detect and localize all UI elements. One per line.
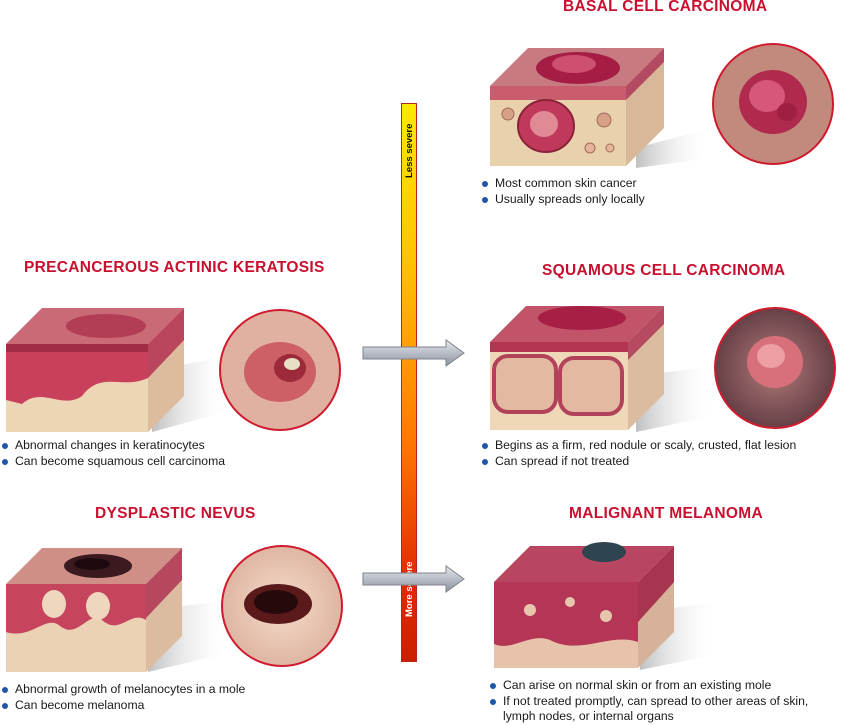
- basal-cell-bullets: Most common skin cancer Usually spreads …: [482, 176, 645, 207]
- actinic-keratosis-title: PRECANCEROUS ACTINIC KERATOSIS: [24, 259, 325, 276]
- actinic-bullet-1: Abnormal changes in keratinocytes: [2, 438, 225, 454]
- squamous-cell-carcinoma-title: SQUAMOUS CELL CARCINOMA: [542, 262, 786, 279]
- nevus-bullet-2: Can become melanoma: [2, 698, 245, 714]
- actinic-bullet-2: Can become squamous cell carcinoma: [2, 454, 225, 470]
- melanoma-bullet-1: Can arise on normal skin or from an exis…: [490, 678, 830, 694]
- basal-bullet-2: Usually spreads only locally: [482, 192, 645, 208]
- melanoma-bullet-2: If not treated promptly, can spread to o…: [490, 694, 830, 725]
- dysplastic-nevus-bullets: Abnormal growth of melanocytes in a mole…: [2, 682, 245, 713]
- severity-scale-bar: [401, 103, 417, 662]
- nevus-bullet-1: Abnormal growth of melanocytes in a mole: [2, 682, 245, 698]
- actinic-keratosis-skin-cross-section: [6, 308, 232, 432]
- arrow-actinic-to-squamous: [362, 339, 465, 367]
- basal-cell-skin-cross-section: [490, 48, 711, 168]
- squamous-cell-lesion-closeup: [714, 307, 836, 429]
- malignant-melanoma-title: MALIGNANT MELANOMA: [569, 505, 763, 522]
- malignant-melanoma-bullets: Can arise on normal skin or from an exis…: [490, 678, 830, 725]
- basal-bullet-1: Most common skin cancer: [482, 176, 645, 192]
- dysplastic-nevus-skin-cross-section: [6, 548, 232, 672]
- dysplastic-nevus-lesion-closeup: [221, 545, 343, 667]
- squamous-bullet-2: Can spread if not treated: [482, 454, 796, 470]
- scale-label-less-severe: Less severe: [404, 123, 415, 178]
- basal-cell-lesion-closeup: [712, 43, 834, 165]
- basal-cell-carcinoma-title: BASAL CELL CARCINOMA: [563, 0, 768, 15]
- dysplastic-nevus-title: DYSPLASTIC NEVUS: [95, 505, 256, 522]
- squamous-cell-skin-cross-section: [490, 306, 714, 432]
- squamous-cell-bullets: Begins as a firm, red nodule or scaly, c…: [482, 438, 796, 469]
- malignant-melanoma-skin-cross-section: [494, 542, 718, 670]
- squamous-bullet-1: Begins as a firm, red nodule or scaly, c…: [482, 438, 796, 454]
- actinic-keratosis-lesion-closeup: [219, 309, 341, 431]
- arrow-nevus-to-melanoma: [362, 565, 465, 593]
- actinic-keratosis-bullets: Abnormal changes in keratinocytes Can be…: [2, 438, 225, 469]
